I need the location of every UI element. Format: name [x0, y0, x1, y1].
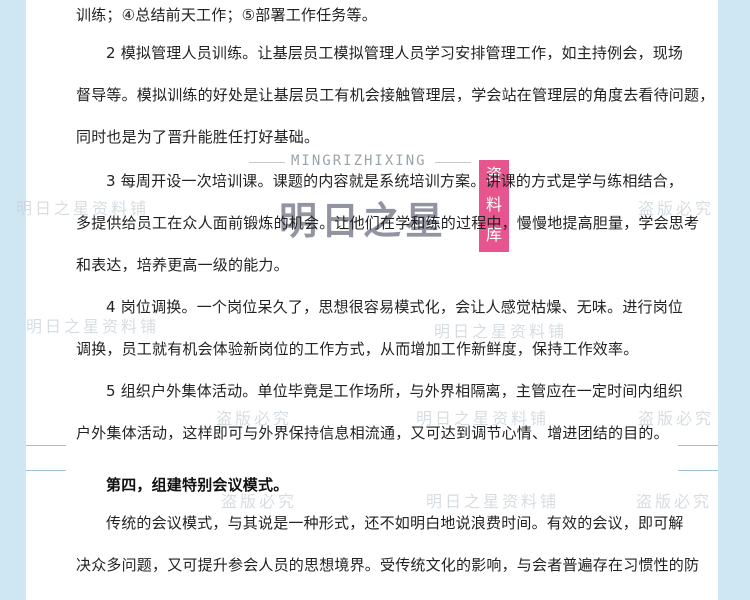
text-line: 2 模拟管理人员训练。让基层员工模拟管理人员学习安排管理工作，如主持例会，现场	[106, 44, 684, 62]
watermark-warning: 盗版必究	[638, 409, 715, 428]
document-page: 明日之星资料铺 明日之星资料铺 明日之星资料铺 盗版必究 明日之星资料铺 盗版必…	[16, 0, 718, 600]
text-line: 5 组织户外集体活动。单位毕竟是工作场所，与外界相隔离，主管应在一定时间内组织	[106, 382, 684, 400]
watermark-warning: 盗版必究	[221, 492, 298, 511]
text-line: 决众多问题，又可提升参会人员的思想境界。受传统文化的影响，与会者普遍存在习惯性的…	[76, 556, 700, 574]
seal-char: 库	[485, 225, 502, 244]
watermark-brand: 明日之星资料铺	[426, 492, 560, 511]
text-line: 传统的会议模式，与其说是一种形式，还不如明白地说浪费时间。有效的会议，即可解	[106, 514, 684, 532]
watermark-warning: 盗版必究	[636, 492, 713, 511]
text-line: 户外集体活动，这样即可与外界保持信息相流通，又可达到调节心情、增进团结的目的。	[76, 424, 669, 442]
text-line: 同时也是为了晋升能胜任打好基础。	[76, 128, 320, 146]
seal-char: 料	[485, 195, 502, 214]
logo-chinese-text: 明日之星	[279, 199, 448, 243]
watermark-brand: 明日之星资料铺	[26, 317, 160, 336]
watermark-brand: 明日之星资料铺	[16, 199, 150, 218]
watermark-brand: 明日之星资料铺	[434, 322, 568, 341]
watermark-warning: 盗版必究	[638, 199, 715, 218]
text-line: 3 每周开设一次培训课。课题的内容就是系统培训方案。讲课的方式是学与练相结合，	[106, 172, 684, 190]
logo-english-text: MINGRIZHIXING	[291, 153, 427, 169]
section-heading: 第四，组建特别会议模式。	[106, 476, 289, 494]
seal-char: 资	[485, 165, 502, 184]
center-logo-watermark: MINGRIZHIXING 明日之星 资 料 库	[249, 150, 519, 252]
text-line: 多提供给员工在众人面前锻炼的机会。让他们在学和练的过程中，慢慢地提高胆量，学会思…	[76, 214, 700, 232]
logo-rule-right	[435, 162, 471, 163]
right-margin-decoration	[678, 445, 718, 471]
logo-rule-left	[249, 162, 285, 163]
text-line: 4 岗位调换。一个岗位呆久了，思想很容易模式化，会让人感觉枯燥、无味。进行岗位	[106, 298, 684, 316]
logo-seal-stamp: 资 料 库	[479, 160, 509, 252]
left-margin-decoration	[26, 445, 66, 471]
watermark-brand: 明日之星资料铺	[416, 409, 550, 428]
text-line: 督导等。模拟训练的好处是让基层员工有机会接触管理层，学会站在管理层的角度去看待问…	[76, 86, 715, 104]
text-line: 调换，员工就有机会体验新岗位的工作方式，从而增加工作新鲜度，保持工作效率。	[76, 340, 639, 358]
text-line: 训练；④总结前天工作；⑤部署工作任务等。	[76, 6, 377, 24]
watermark-warning: 盗版必究	[216, 409, 293, 428]
text-line: 和表达，培养更高一级的能力。	[76, 256, 289, 274]
